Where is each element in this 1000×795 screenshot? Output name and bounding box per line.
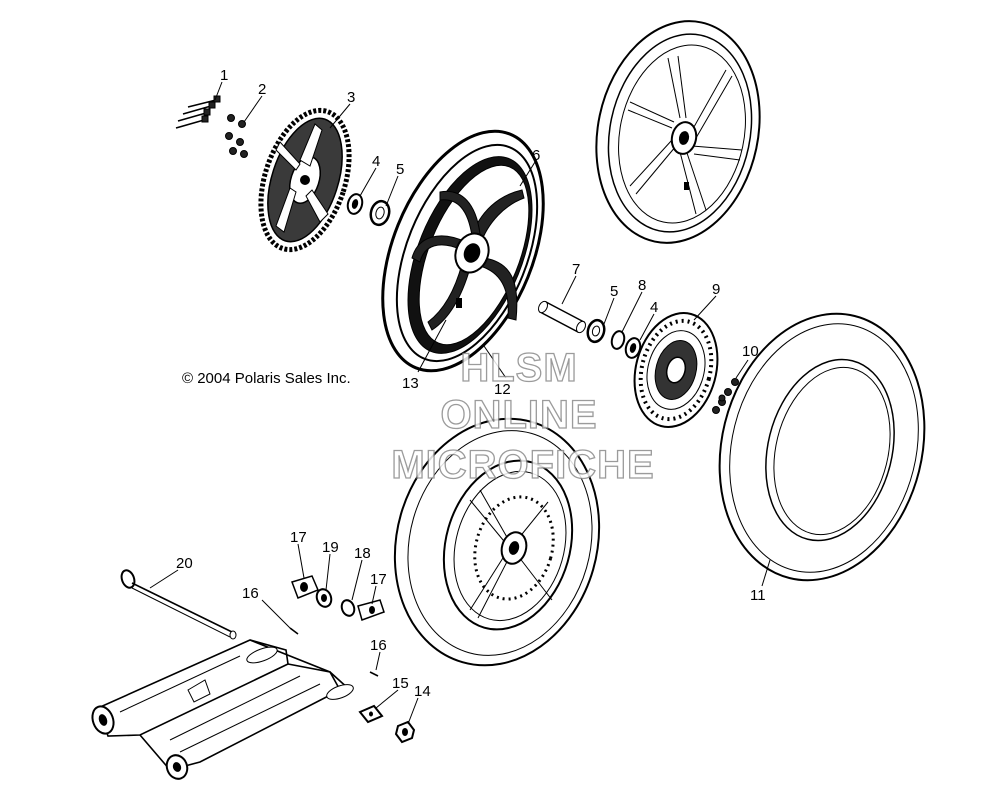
- callout-17-left: 17: [290, 529, 307, 546]
- callout-11: 11: [750, 587, 766, 604]
- watermark-line-2: ONLINE: [440, 393, 597, 437]
- watermark: HLSM ONLINE MICROFICHE: [391, 345, 655, 487]
- axle-part-20: [120, 569, 237, 640]
- callout-14: 14: [414, 683, 431, 700]
- leader-lines: [149, 81, 771, 725]
- callout-5-left: 5: [396, 161, 404, 178]
- plate-part-15: [358, 704, 384, 724]
- brake-rotor-part-9: [633, 312, 719, 428]
- seal-part-5-left: [369, 199, 391, 227]
- axle-adjuster-parts: [289, 575, 385, 677]
- assembled-wheel-view: [393, 417, 601, 667]
- callout-9: 9: [712, 281, 720, 298]
- assembled-rim-view: [595, 20, 761, 244]
- callout-17-right: 17: [370, 571, 387, 588]
- callout-4-right: 4: [650, 299, 658, 316]
- callout-numbers: 1 2 3 4 5 6 7 5 8 4 9 10 13 12 11 20 17 …: [176, 67, 766, 700]
- callout-13: 13: [402, 375, 419, 392]
- bearing-part-4-left: [346, 193, 364, 215]
- callout-15: 15: [392, 675, 409, 692]
- callout-10: 10: [742, 343, 759, 360]
- nut-part-14: [394, 720, 416, 744]
- snap-ring-part-8: [610, 330, 626, 350]
- copyright-notice: © 2004 Polaris Sales Inc.: [182, 370, 351, 387]
- swingarm: [91, 639, 354, 780]
- callout-16-right: 16: [370, 637, 387, 654]
- callout-4-left: 4: [372, 153, 380, 170]
- callout-2: 2: [258, 81, 266, 98]
- callout-20: 20: [176, 555, 193, 572]
- callout-5-right: 5: [610, 283, 618, 300]
- seal-part-5-right: [586, 318, 606, 344]
- tire-part-11: [718, 312, 926, 582]
- callout-12: 12: [494, 381, 511, 398]
- watermark-line-3: MICROFICHE: [391, 443, 654, 487]
- nuts-part-2: [225, 114, 248, 158]
- callout-19: 19: [322, 539, 339, 556]
- bolts-part-1: [175, 95, 221, 129]
- callout-6: 6: [532, 147, 540, 164]
- callout-8: 8: [638, 277, 646, 294]
- callout-1: 1: [220, 67, 228, 84]
- rotor-bolts-part-10: [712, 378, 739, 414]
- callout-7: 7: [572, 261, 580, 278]
- sprocket-part-3: [258, 107, 352, 253]
- callout-3: 3: [347, 89, 355, 106]
- callout-16-left: 16: [242, 585, 259, 602]
- spacer-part-7: [537, 300, 587, 334]
- callout-18: 18: [354, 545, 371, 562]
- watermark-line-1: HLSM: [460, 346, 577, 390]
- rear-wheel-rim-part-6: [381, 129, 545, 373]
